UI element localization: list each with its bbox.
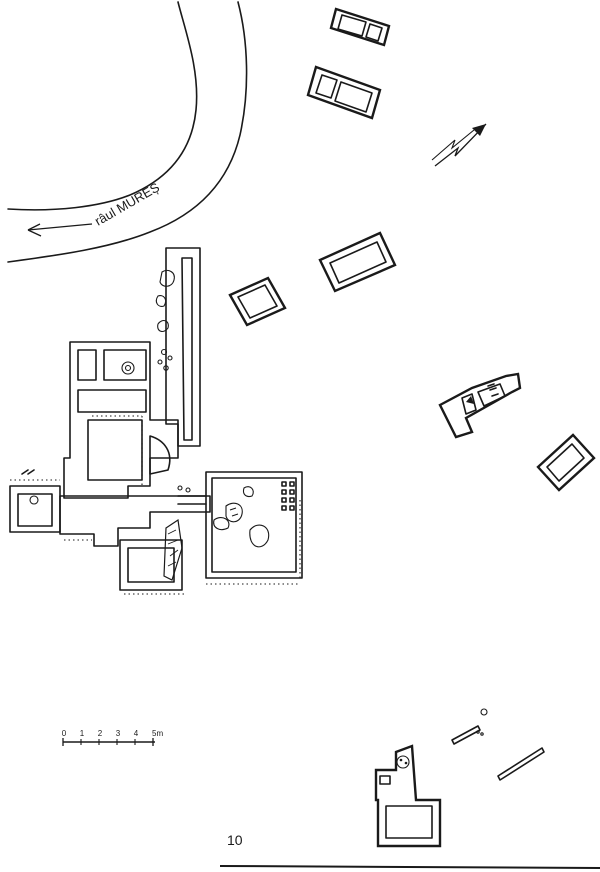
river-bank-outer [7, 1, 198, 211]
structure-mid-2 [228, 276, 287, 327]
north-arrow-icon [431, 123, 487, 167]
river-mures: râul MUREȘ [7, 1, 248, 263]
scale-label-5m: 5m [152, 729, 163, 738]
scale-label-2: 2 [98, 729, 103, 738]
structure-se-small-wall [451, 708, 488, 745]
scale-label-0: 0 [62, 729, 67, 738]
structure-ne-2 [306, 65, 382, 120]
structure-east-small [536, 433, 596, 492]
structure-east-apsidal [438, 372, 522, 439]
scale-label-1: 1 [80, 729, 85, 738]
scale-label-3: 3 [116, 729, 121, 738]
structure-se-wall [497, 747, 545, 781]
hypocaust-pillars [281, 481, 295, 511]
structure-se-rooms [374, 744, 442, 848]
page-number: 10 [227, 832, 243, 848]
main-building-complex [9, 247, 303, 595]
structure-mid-1 [318, 231, 397, 293]
river-bank-inner [7, 1, 248, 263]
structure-ne-1 [329, 7, 391, 47]
river-flow-arrow-icon [27, 223, 93, 237]
scale-label-4: 4 [134, 729, 139, 738]
bottom-edge-line [219, 865, 600, 869]
scale-bar: 0 1 2 3 4 5m [62, 729, 163, 746]
